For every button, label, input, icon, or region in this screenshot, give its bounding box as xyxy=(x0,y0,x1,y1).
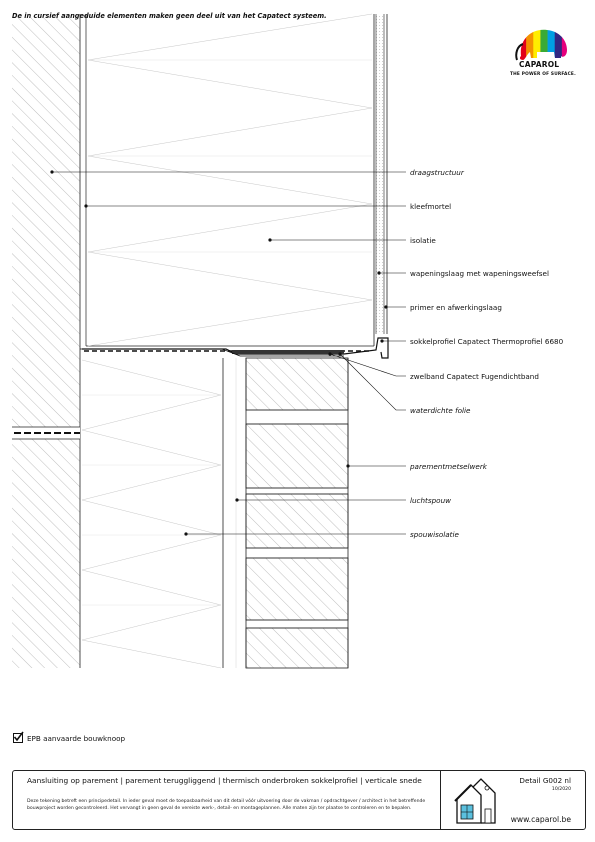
checkbox-checked-icon xyxy=(13,731,24,743)
leader-dot xyxy=(384,305,388,309)
logo-stripe xyxy=(540,29,548,60)
brick xyxy=(245,357,349,411)
detail-date: 10/2020 xyxy=(551,787,571,792)
epb-approved-node: EPB aanvaarde bouwknoop xyxy=(13,731,126,743)
brick xyxy=(245,627,349,669)
title-block-divider xyxy=(440,771,441,829)
callout-label: spouwisolatie xyxy=(410,530,459,539)
facing-brickwork xyxy=(245,357,349,669)
leader-dot xyxy=(328,352,332,356)
detail-title: Aansluiting op parement | parement terug… xyxy=(27,776,422,785)
logo-trunk xyxy=(515,43,524,61)
leader-line xyxy=(339,353,406,411)
leader-dot xyxy=(377,271,381,275)
brick xyxy=(245,557,349,621)
leader-dot xyxy=(268,238,272,242)
disclaimer-text: Deze tekening betreft een principedetail… xyxy=(27,799,426,811)
callout-label: zwelband Capatect Fugendichtband xyxy=(410,372,539,381)
brick xyxy=(245,423,349,489)
callout-label: isolatie xyxy=(410,236,436,245)
brick xyxy=(245,493,349,549)
notice-text: De in cursief aangeduide elementen maken… xyxy=(12,12,327,20)
detail-code: Detail G002 nl xyxy=(519,776,571,785)
callout-label: kleefmortel xyxy=(410,202,452,211)
callout-label: waterdichte folie xyxy=(410,406,471,415)
brand-name: CAPAROL xyxy=(519,60,560,69)
logo-stripe xyxy=(561,29,568,60)
callout-label: primer en afwerkingslaag xyxy=(410,303,502,312)
leader-line xyxy=(329,353,406,377)
logo-stripe xyxy=(533,29,541,60)
socket-profile xyxy=(82,337,389,359)
callout-label: draagstructuur xyxy=(410,168,464,177)
logo-stripe xyxy=(526,29,534,60)
house-icon xyxy=(454,778,496,824)
reinforcement-layer xyxy=(376,14,384,334)
floor-slab xyxy=(12,426,80,440)
callout-label: parementmetselwerk xyxy=(410,462,487,471)
epb-label: EPB aanvaarde bouwknoop xyxy=(27,733,126,743)
leader-dot xyxy=(235,498,239,502)
leader-dot xyxy=(380,339,384,343)
logo-stripe xyxy=(547,29,556,60)
leader-dot xyxy=(338,352,342,356)
brand-tagline: THE POWER OF SURFACE. xyxy=(510,72,576,77)
website-link[interactable]: www.caparol.be xyxy=(510,815,571,824)
swelling-tape xyxy=(232,350,344,354)
leader-dot xyxy=(50,170,54,174)
leader-dot xyxy=(184,532,188,536)
callout-label: wapeningslaag met wapeningsweefsel xyxy=(410,269,549,278)
leader-dot xyxy=(346,464,350,468)
waterproof-foil xyxy=(80,348,344,357)
leader-dot xyxy=(84,204,88,208)
logo-stripe xyxy=(554,29,563,60)
cavity-insulation xyxy=(81,358,224,669)
bearing-wall xyxy=(12,14,80,668)
caparol-elephant-logo xyxy=(515,29,568,61)
title-block: Aansluiting op parement | parement terug… xyxy=(12,770,586,830)
callout-label: sokkelprofiel Capatect Thermoprofiel 668… xyxy=(410,337,564,346)
callout-label: luchtspouw xyxy=(410,496,452,505)
leader-lines xyxy=(50,170,406,536)
insulation-board xyxy=(86,13,374,347)
